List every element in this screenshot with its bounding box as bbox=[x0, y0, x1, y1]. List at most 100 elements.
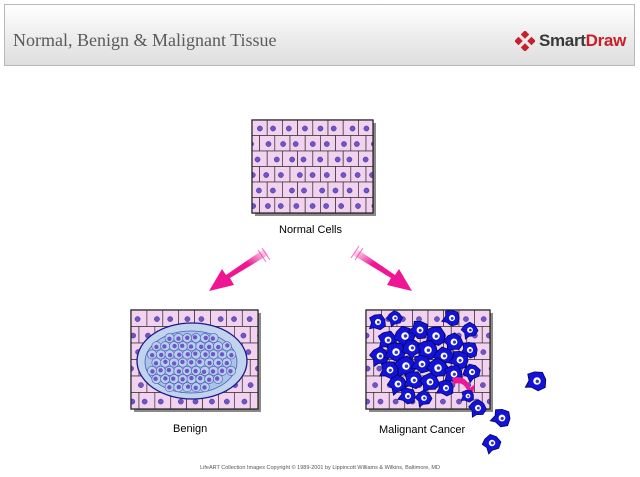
cell-nucleus bbox=[286, 125, 292, 132]
tumor-cell-nucleus bbox=[229, 352, 234, 358]
cell-nucleus bbox=[154, 415, 159, 420]
tumor-cell-nucleus bbox=[167, 336, 172, 341]
cell-nucleus bbox=[376, 365, 383, 372]
cell-nucleus bbox=[349, 125, 356, 132]
tumor-cell-nucleus bbox=[163, 359, 168, 364]
cell-nucleus bbox=[334, 156, 341, 163]
cancer-cell bbox=[368, 313, 386, 331]
tissue-cell bbox=[381, 136, 396, 152]
tumor-cell-nucleus bbox=[149, 353, 155, 358]
cell-nucleus bbox=[340, 172, 347, 178]
cell-nucleus bbox=[224, 398, 230, 405]
cell-nucleus bbox=[240, 157, 245, 162]
cancer-cell bbox=[409, 355, 431, 374]
tissue-cell bbox=[366, 342, 367, 360]
cancer-cell bbox=[419, 372, 440, 393]
tumor-cell-nucleus bbox=[153, 376, 158, 381]
cell-nucleus bbox=[366, 398, 370, 405]
cancer-cell bbox=[441, 310, 460, 327]
tumor-cell-nucleus bbox=[162, 344, 167, 349]
cell-nucleus bbox=[192, 398, 199, 405]
cell-nucleus bbox=[167, 316, 173, 322]
tumor-cell-nucleus bbox=[159, 352, 164, 358]
cell-nucleus bbox=[400, 415, 405, 420]
tumor-cell-nucleus bbox=[207, 360, 212, 366]
tumor-cell-nucleus bbox=[219, 368, 225, 374]
cancer-cell bbox=[460, 321, 479, 340]
cell-nucleus bbox=[184, 316, 191, 322]
tumor-cell-nucleus bbox=[193, 368, 198, 374]
benign-tumor bbox=[136, 322, 248, 400]
cell-nucleus bbox=[217, 316, 224, 322]
cancer-cell bbox=[383, 342, 406, 363]
tumor-cell-nucleus bbox=[176, 384, 182, 390]
cell-nucleus bbox=[119, 415, 124, 420]
slide-header bbox=[4, 4, 635, 66]
cell-nucleus bbox=[378, 126, 383, 131]
normal-cells-label: Normal Cells bbox=[279, 224, 342, 236]
tumor-cell-nucleus bbox=[154, 344, 159, 350]
tumor-cell-nucleus bbox=[185, 352, 191, 357]
smartdraw-logo: SmartDraw bbox=[514, 30, 626, 52]
smartdraw-brand-text: SmartDraw bbox=[538, 31, 626, 50]
cell-nucleus bbox=[241, 188, 246, 193]
cell-nucleus bbox=[466, 415, 471, 420]
cancer-cell bbox=[397, 387, 416, 405]
cancer-cell bbox=[481, 434, 502, 455]
cell-nucleus bbox=[354, 349, 359, 354]
cell-nucleus bbox=[309, 203, 316, 209]
cell-nucleus bbox=[372, 415, 377, 420]
tumor-cell-nucleus bbox=[225, 343, 230, 348]
cell-nucleus bbox=[377, 219, 382, 224]
cell-nucleus bbox=[480, 349, 487, 355]
cell-nucleus bbox=[134, 316, 141, 322]
cell-nucleus bbox=[354, 141, 360, 147]
slide-title: Normal, Benign & Malignant Tissue bbox=[13, 30, 277, 50]
arrow-to-malignant bbox=[350, 245, 412, 291]
cell-nucleus bbox=[289, 156, 295, 163]
cell-nucleus bbox=[302, 125, 308, 132]
cell-nucleus bbox=[416, 316, 422, 322]
cell-nucleus bbox=[154, 316, 160, 322]
cell-nucleus bbox=[123, 382, 128, 387]
tumor-cell-nucleus bbox=[180, 359, 185, 365]
tissue-cell bbox=[381, 198, 396, 214]
tumor-cell-nucleus bbox=[203, 335, 208, 341]
tissue-cell bbox=[498, 360, 514, 377]
cell-nucleus bbox=[317, 125, 324, 132]
tumor-cell-nucleus bbox=[166, 367, 172, 373]
cell-nucleus bbox=[230, 415, 235, 420]
cell-nucleus bbox=[280, 141, 286, 147]
tissue-cell bbox=[131, 408, 132, 409]
cancer-cell bbox=[462, 363, 481, 384]
cell-nucleus bbox=[319, 187, 325, 194]
cell-nucleus bbox=[141, 398, 148, 405]
cell-nucleus bbox=[131, 332, 136, 339]
cell-nucleus bbox=[263, 382, 268, 387]
tumor-cell-nucleus bbox=[219, 352, 225, 357]
tissue-cell bbox=[131, 375, 132, 393]
tissue-cell bbox=[498, 327, 514, 344]
tissue-cell bbox=[252, 150, 253, 167]
cell-nucleus bbox=[479, 415, 484, 420]
cell-nucleus bbox=[357, 382, 362, 387]
cell-nucleus bbox=[252, 141, 254, 147]
tumor-cell-nucleus bbox=[192, 335, 198, 340]
cell-nucleus bbox=[354, 172, 361, 178]
tissue-cell bbox=[249, 392, 258, 409]
tumor-cell-nucleus bbox=[188, 344, 194, 349]
cell-nucleus bbox=[254, 156, 261, 163]
cell-nucleus bbox=[200, 415, 205, 420]
cell-nucleus bbox=[480, 316, 487, 322]
cancer-cell bbox=[489, 408, 511, 428]
cancer-cell bbox=[414, 389, 433, 408]
cell-nucleus bbox=[330, 125, 337, 132]
tumor-cell-nucleus bbox=[180, 377, 185, 382]
cell-nucleus bbox=[301, 187, 307, 194]
cell-nucleus bbox=[338, 203, 344, 209]
cell-nucleus bbox=[178, 398, 184, 405]
tumor-cell-nucleus bbox=[176, 369, 182, 374]
tissue-cell bbox=[498, 393, 514, 410]
tissue-cell bbox=[365, 135, 373, 152]
